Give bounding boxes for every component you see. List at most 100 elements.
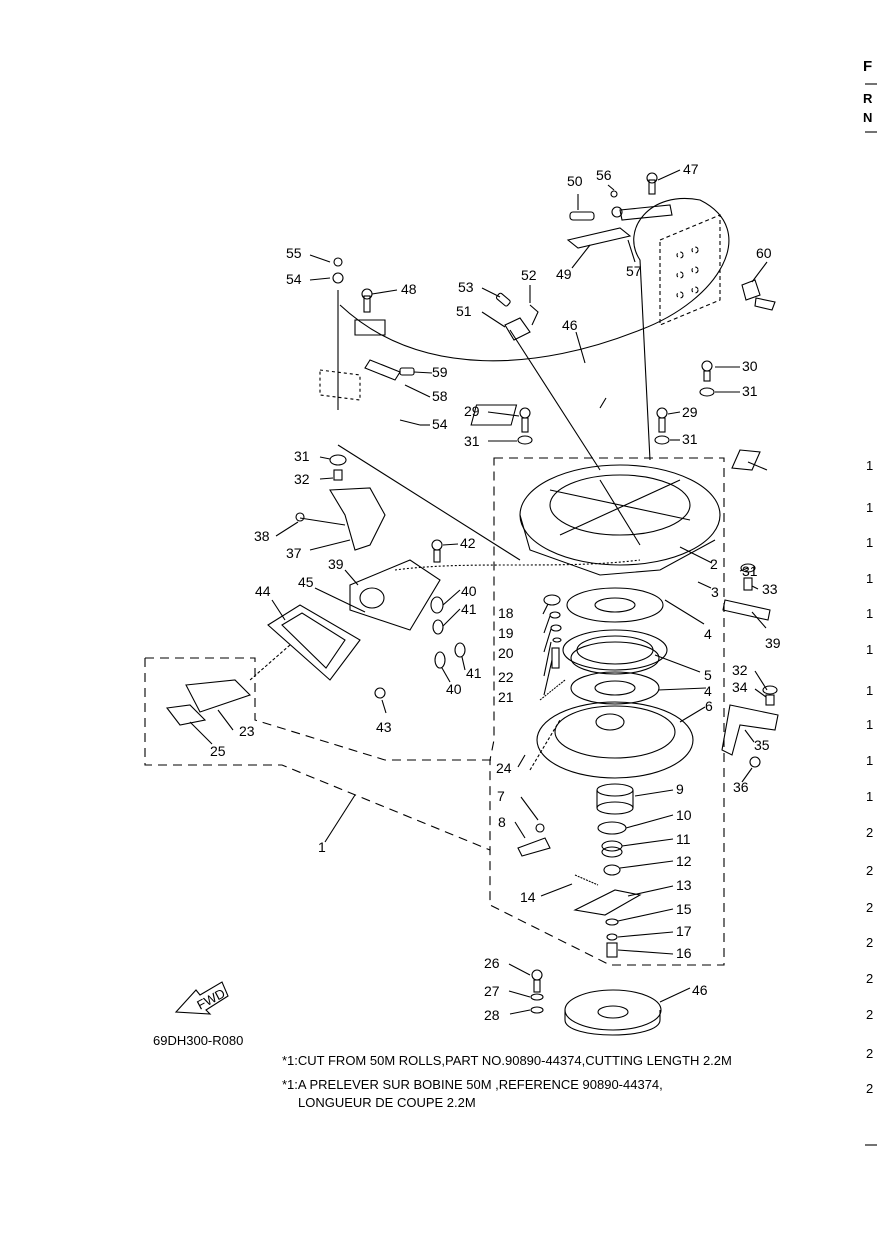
fwd-label: FWD	[194, 985, 227, 1012]
callout-37: 37	[286, 545, 302, 561]
callout-60: 60	[756, 245, 772, 261]
cable-36	[337, 444, 521, 561]
callout-2: 2	[710, 556, 718, 572]
cable-inner	[509, 329, 601, 471]
callout-8: 8	[498, 814, 506, 830]
mounting-plate	[659, 214, 721, 326]
callout-5: 5	[704, 667, 712, 683]
callout-31: 31	[742, 563, 758, 579]
fwd-arrow-icon	[174, 981, 229, 1015]
callout-38: 38	[254, 528, 270, 544]
callout-29: 29	[464, 403, 480, 419]
callout-16: 16	[676, 945, 692, 961]
edge-number: 1	[866, 642, 874, 657]
callout-29: 29	[682, 404, 698, 420]
cable-44374	[394, 559, 641, 571]
callout-46: 46	[562, 317, 578, 333]
callout-26: 26	[484, 955, 500, 971]
callout-46: 46	[692, 982, 708, 998]
edge-number: 2	[866, 900, 874, 915]
callout-28: 28	[484, 1007, 500, 1023]
edge-number: 2	[866, 1007, 874, 1022]
callout-52: 52	[521, 267, 537, 283]
callout-57: 57	[626, 263, 642, 279]
callout-21: 21	[498, 689, 514, 705]
edge-number: 2	[866, 1046, 874, 1061]
callout-19: 19	[498, 625, 514, 641]
bolt-set	[517, 360, 715, 445]
sticker-59	[731, 449, 761, 471]
edge-number: 2	[866, 863, 874, 878]
callout-15: 15	[676, 901, 692, 917]
callout-3: 3	[711, 584, 719, 600]
callout-25: 25	[210, 743, 226, 759]
callout-33: 33	[762, 581, 778, 597]
callout-31: 31	[464, 433, 480, 449]
callout-40: 40	[461, 583, 477, 599]
bracket-right	[721, 563, 779, 768]
edge-number: 1	[866, 789, 874, 804]
callout-31: 31	[294, 448, 310, 464]
cable-end	[495, 292, 539, 341]
callout-7: 7	[497, 788, 505, 804]
callout-17: 17	[676, 923, 692, 939]
edge-number: 2	[866, 1081, 874, 1096]
callout-34: 34	[732, 679, 748, 695]
leader-lines	[189, 169, 768, 1015]
callout-9: 9	[676, 781, 684, 797]
callout-1: 1	[318, 839, 326, 855]
callout-48: 48	[401, 281, 417, 297]
edge-number: 1	[866, 500, 874, 515]
callout-11: 11	[676, 831, 691, 847]
callout-numbers: 1234456789101112131415161718192021222324…	[210, 161, 781, 1023]
callout-50: 50	[567, 173, 583, 189]
callout-54: 54	[432, 416, 448, 432]
cable-bracket-left	[319, 257, 421, 426]
callout-20: 20	[498, 645, 514, 661]
pawl	[517, 823, 551, 857]
callout-31: 31	[682, 431, 698, 447]
callout-12: 12	[676, 853, 692, 869]
figure-code: 69DH300-R080	[153, 1033, 243, 1048]
cable-45	[339, 197, 730, 461]
pulley-stack	[573, 783, 642, 958]
callout-41: 41	[466, 665, 482, 681]
callout-39: 39	[765, 635, 781, 651]
callout-54: 54	[286, 271, 302, 287]
edge-number: 1	[866, 571, 874, 586]
edge-number: 1	[866, 458, 874, 473]
callout-31: 31	[742, 383, 758, 399]
callout-44: 44	[255, 583, 271, 599]
callout-4: 4	[704, 626, 712, 642]
throttle-bracket	[566, 172, 673, 249]
callout-10: 10	[676, 807, 692, 823]
callout-14: 14	[520, 889, 536, 905]
callout-36: 36	[733, 779, 749, 795]
assembly-boundary-handle	[144, 657, 494, 851]
callout-59: 59	[432, 364, 448, 380]
edge-number: 1	[866, 683, 874, 698]
callout-58: 58	[432, 388, 448, 404]
callout-41: 41	[461, 601, 477, 617]
starter-housing	[470, 404, 721, 576]
note-line-2: *1:A PRELEVER SUR BOBINE 50M ,REFERENCE …	[282, 1077, 663, 1092]
callout-18: 18	[498, 605, 514, 621]
edge-number: 1	[866, 753, 874, 768]
callout-43: 43	[376, 719, 392, 735]
clip-58	[741, 279, 776, 311]
assembly-boundary-main	[489, 457, 725, 966]
lever-assembly	[295, 454, 466, 699]
edge-letter-n: N	[863, 110, 873, 125]
edge-number: 1	[866, 606, 874, 621]
callout-22: 22	[498, 669, 514, 685]
callout-51: 51	[456, 303, 472, 319]
edge-letter-f: F	[863, 58, 873, 75]
edge-number: 1	[866, 535, 874, 550]
callout-32: 32	[732, 662, 748, 678]
note-line-1: *1:CUT FROM 50M ROLLS,PART NO.90890-4437…	[282, 1053, 732, 1068]
callout-30: 30	[742, 358, 758, 374]
callout-55: 55	[286, 245, 302, 261]
spacer-set	[539, 594, 566, 701]
callout-45: 45	[298, 574, 314, 590]
callout-32: 32	[294, 471, 310, 487]
